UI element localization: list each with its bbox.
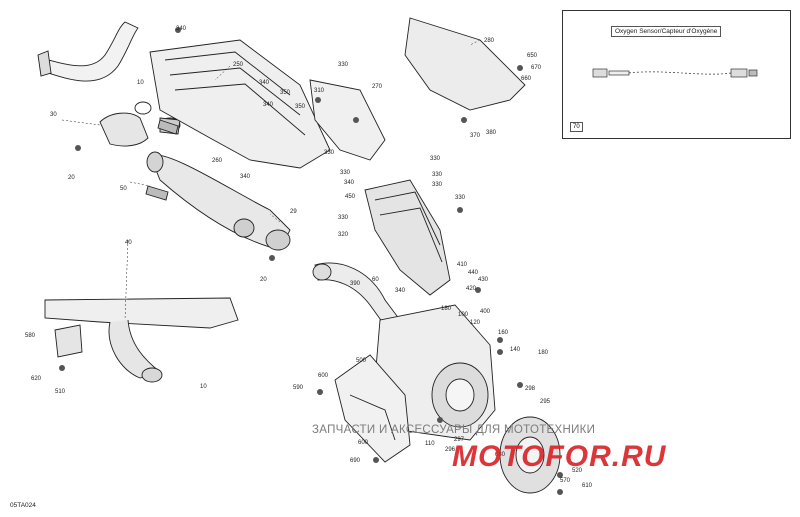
heat-shield-320 bbox=[364, 179, 451, 296]
oxygen-sensor-drawing bbox=[592, 68, 758, 78]
oxygen-sensor-inset: Oxygen Sensor/Capteur d'Oxygène 70 650 6… bbox=[521, 10, 791, 139]
callout-c330c: 330 bbox=[340, 170, 351, 176]
callout: 650 bbox=[527, 53, 538, 59]
callout-c370: 370 bbox=[470, 133, 481, 139]
callout: 660 bbox=[521, 76, 532, 82]
inset-ref: 70 bbox=[570, 122, 583, 132]
header-pipe-top bbox=[39, 21, 139, 82]
figure-code: 05TA024 bbox=[10, 502, 36, 509]
callout-c10b: 10 bbox=[200, 384, 207, 390]
callout-c330h: 330 bbox=[338, 215, 349, 221]
callout-c20b: 20 bbox=[260, 277, 267, 283]
callout-c330f: 330 bbox=[432, 182, 443, 188]
callout-c100: 100 bbox=[458, 312, 469, 318]
callout-c600a: 600 bbox=[318, 373, 329, 379]
callout-c620: 620 bbox=[31, 376, 42, 382]
manifold-elbow bbox=[99, 112, 149, 147]
callout-c500: 500 bbox=[356, 358, 367, 364]
callout-c310: 310 bbox=[314, 88, 325, 94]
callout-c690: 690 bbox=[350, 458, 361, 464]
callout-c380: 380 bbox=[486, 130, 497, 136]
callout-c450: 450 bbox=[345, 194, 356, 200]
callout-c330b: 330 bbox=[324, 150, 335, 156]
callout-c340b: 340 bbox=[259, 80, 270, 86]
callout-c40: 40 bbox=[125, 240, 132, 246]
callout-c180b: 180 bbox=[538, 350, 549, 356]
callout-c298: 298 bbox=[525, 386, 536, 392]
callout-c390: 390 bbox=[350, 281, 361, 287]
callout-c250: 250 bbox=[233, 62, 244, 68]
callout-c520: 520 bbox=[572, 468, 583, 474]
callout-c270: 270 bbox=[372, 84, 383, 90]
callout-c420: 420 bbox=[466, 286, 477, 292]
callout-c50: 50 bbox=[120, 186, 127, 192]
callout-c590: 590 bbox=[293, 385, 304, 391]
heat-shield-280 bbox=[404, 17, 526, 111]
callout-c570: 570 bbox=[560, 478, 571, 484]
callout-c140: 140 bbox=[510, 347, 521, 353]
callout-c350b: 350 bbox=[295, 104, 306, 110]
bracket-580 bbox=[54, 324, 83, 358]
callout-c340e: 340 bbox=[344, 180, 355, 186]
callout: 670 bbox=[531, 65, 542, 71]
callout-c280: 280 bbox=[484, 38, 495, 44]
callout-c600b: 600 bbox=[358, 440, 369, 446]
callout-c160: 160 bbox=[498, 330, 509, 336]
callout-c440: 440 bbox=[468, 270, 479, 276]
header-pipe-flange bbox=[37, 50, 52, 77]
heat-shield-250 bbox=[149, 39, 331, 169]
callout-c580: 580 bbox=[25, 333, 36, 339]
callout-c330a: 330 bbox=[338, 62, 349, 68]
callout-c430: 430 bbox=[478, 277, 489, 283]
callout-c20a: 20 bbox=[68, 175, 75, 181]
callout-c110: 110 bbox=[425, 441, 435, 447]
lower-shield-500 bbox=[334, 354, 411, 463]
callout-c610: 610 bbox=[582, 483, 593, 489]
callout-c340a: 340 bbox=[176, 26, 187, 32]
callout-c630: 630 bbox=[495, 452, 506, 458]
callout-c260: 260 bbox=[212, 158, 223, 164]
callout-c297: 297 bbox=[454, 437, 465, 443]
callout-c295: 295 bbox=[540, 399, 551, 405]
callout-c340d: 340 bbox=[240, 174, 251, 180]
watermark-logo: MOTOFOR.RU bbox=[452, 440, 667, 473]
inset-title: Oxygen Sensor/Capteur d'Oxygène bbox=[611, 26, 722, 37]
callout-c296: 296 bbox=[445, 447, 456, 453]
callout-c400: 400 bbox=[480, 309, 491, 315]
callout-c30: 30 bbox=[50, 112, 57, 118]
callout-c330e: 330 bbox=[432, 172, 443, 178]
callout-c180a: 180 bbox=[441, 306, 452, 312]
callout-c410: 410 bbox=[457, 262, 468, 268]
callout-c60: 60 bbox=[372, 277, 379, 283]
callout-c120: 120 bbox=[470, 320, 481, 326]
callout-c330d: 330 bbox=[430, 156, 441, 162]
callout-c10a: 10 bbox=[137, 80, 144, 86]
callout-c320: 320 bbox=[338, 232, 349, 238]
lower-pipe bbox=[44, 297, 239, 329]
heat-shield-270 bbox=[309, 79, 386, 161]
callout-c340c: 340 bbox=[263, 102, 274, 108]
callout-c510: 510 bbox=[55, 389, 66, 395]
callout-c29: 29 bbox=[290, 209, 297, 215]
watermark-text: ЗАПЧАСТИ И АКСЕССУАРЫ ДЛЯ МОТОТЕХНИКИ bbox=[312, 424, 596, 436]
callout-c350a: 350 bbox=[280, 90, 291, 96]
callout-c330g: 330 bbox=[455, 195, 466, 201]
callout-c340f: 340 bbox=[395, 288, 406, 294]
